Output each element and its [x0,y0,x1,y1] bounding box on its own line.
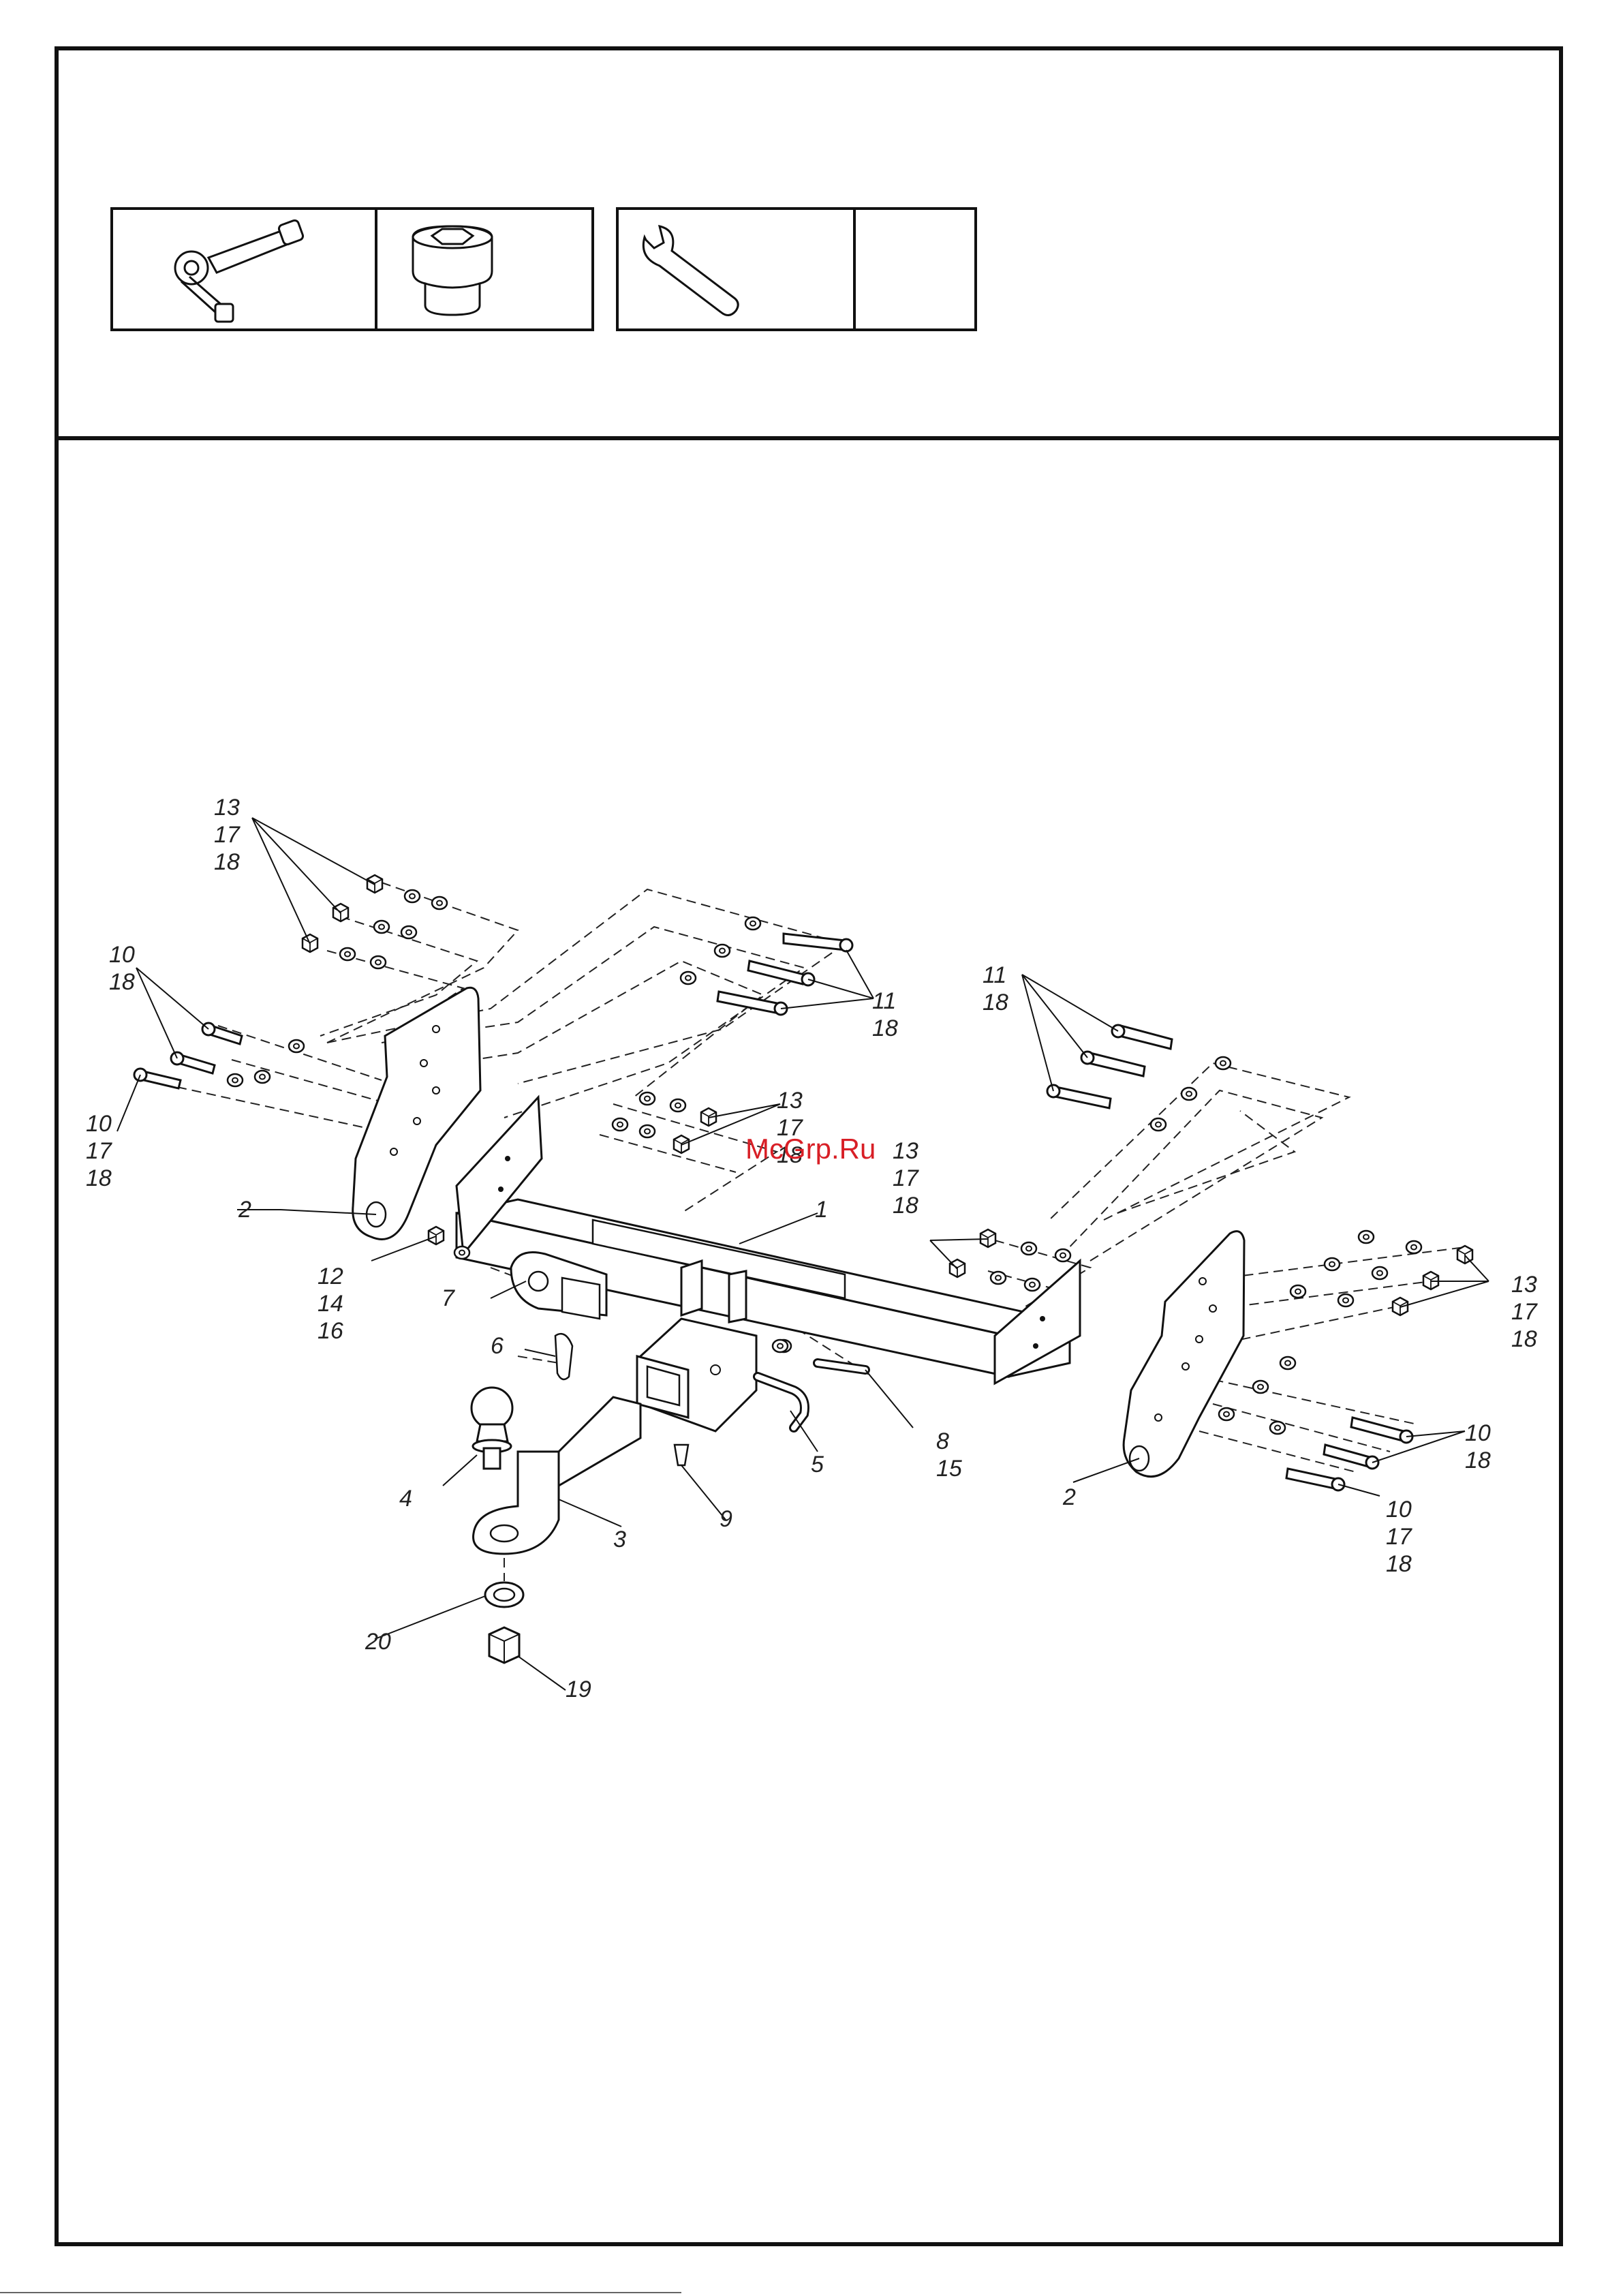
callout-15: 15 [936,1456,962,1482]
footer-line [0,2292,681,2293]
callout-12: 12 [318,1264,343,1289]
callout-13-right: 13 [1511,1272,1537,1298]
callout-10-left-b: 10 [86,1111,112,1137]
callout-17-left-b: 17 [86,1138,112,1164]
callout-18-center: 18 [872,1015,898,1041]
leader-lines [117,818,1489,1690]
callout-10-right-b: 10 [1386,1497,1412,1522]
bolt [776,1340,865,1370]
callout-18-top-left: 18 [214,849,240,875]
callout-19: 19 [566,1677,591,1702]
callout-10-right: 10 [1465,1420,1491,1446]
callout-7: 7 [442,1285,455,1311]
callout-17-mid: 17 [893,1165,919,1191]
callout-17-right-b: 17 [1386,1524,1412,1550]
callout-6: 6 [491,1333,504,1359]
callout-11-center: 11 [872,988,896,1014]
callout-16: 16 [318,1318,343,1344]
callout-18-right: 18 [983,990,1008,1015]
callout-2-left: 2 [238,1197,251,1223]
callout-9: 9 [720,1506,732,1532]
tow-ball [472,1388,512,1469]
callout-10-left: 10 [109,942,135,968]
callout-13-center: 13 [777,1088,803,1114]
right-bracket [1124,1231,1244,1477]
callout-17-top-left: 17 [214,822,241,848]
callout-5: 5 [811,1452,824,1478]
callout-14: 14 [318,1291,343,1317]
callout-3: 3 [613,1527,626,1552]
washer-20 [485,1582,523,1607]
pin [758,1377,805,1428]
callout-13-mid: 13 [893,1138,918,1164]
pin-small [675,1445,688,1465]
callout-20: 20 [365,1629,391,1655]
callout-2-right: 2 [1062,1484,1076,1510]
callout-1: 1 [815,1197,828,1223]
callout-4: 4 [399,1486,412,1512]
callout-18-right: 18 [1511,1326,1537,1352]
nut-19 [489,1627,519,1663]
callout-18-left: 18 [109,969,135,995]
clip [555,1334,572,1379]
callout-8: 8 [936,1428,949,1454]
watermark: McGrp.Ru [745,1133,876,1165]
callout-17-right: 17 [1511,1299,1538,1325]
callout-18-left-b: 18 [86,1165,112,1191]
callout-11-right: 11 [983,962,1006,988]
callout-18-right-b: 18 [1465,1448,1491,1473]
callout-18-mid: 18 [893,1193,918,1219]
callout-18-right-c: 18 [1386,1551,1412,1577]
callout-13-top-left: 13 [214,795,240,821]
